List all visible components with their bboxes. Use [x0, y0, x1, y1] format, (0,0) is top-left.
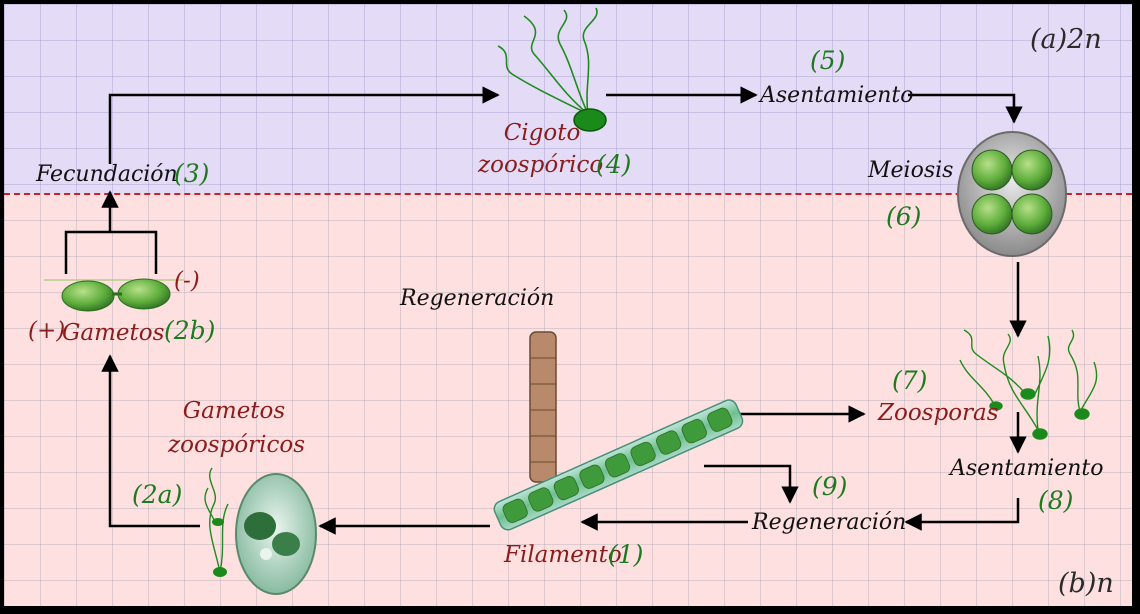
- rhizoid-icon: [529, 331, 557, 483]
- label-asentamiento-bottom-num: (8): [1038, 486, 1074, 515]
- gamete-zoospore-icon: [204, 467, 317, 595]
- cycle-arrows: [64, 86, 1027, 535]
- label-cigoto-line1: Cigoto: [503, 120, 581, 146]
- label-meiosis-num: (6): [886, 202, 922, 231]
- arrow-gametos-zoo-to-gametos: [101, 354, 200, 528]
- label-regeneracion-top: Regeneración: [400, 286, 555, 311]
- cycle-drawing: [44, 7, 1098, 595]
- label-gametos-zoo-line2: zoospóricos: [168, 432, 306, 458]
- label-asentamiento-bottom: Asentamiento: [950, 456, 1104, 481]
- label-zoosporas: Zoosporas: [878, 400, 999, 426]
- life-cycle-panel: (a)2n (b)n Fecundación (3) Cigoto zoospó…: [4, 4, 1132, 606]
- label-cigoto-num: (4): [596, 150, 632, 179]
- label-asentamiento-top: Asentamiento: [760, 83, 914, 108]
- arrow-fecundacion-to-cigoto: [108, 86, 500, 164]
- label-gametos-zoo-num: (2a): [132, 480, 183, 509]
- ploidy-divider: [4, 193, 1132, 195]
- arrow-filamento-to-regeneracion: [704, 464, 799, 504]
- diploid-region: [4, 4, 1132, 194]
- label-gamete-minus: (-): [174, 268, 200, 294]
- filament-icon: [493, 399, 744, 531]
- label-gametos-num: (2b): [164, 316, 216, 345]
- region-label-diploid: (a)2n: [1030, 24, 1102, 55]
- gametes-icon: [44, 278, 184, 312]
- label-regeneracion-num: (9): [812, 472, 848, 501]
- region-label-haploid: (b)n: [1058, 568, 1114, 599]
- arrow-asentamiento-to-regeneracion: [904, 498, 1020, 531]
- gamete-bracket: [64, 230, 158, 274]
- label-fecundacion-num: (3): [174, 159, 210, 188]
- label-regeneracion-bottom: Regeneración: [752, 510, 907, 535]
- zoospores-icon: [959, 329, 1098, 440]
- label-gametos: Gametos: [62, 320, 165, 346]
- arrow-asentamiento-to-meiosis: [908, 93, 1023, 124]
- label-cigoto-line2: zoospórico: [478, 152, 604, 178]
- label-fecundacion: Fecundación: [36, 162, 178, 187]
- meiosis-tetrad-icon: [957, 131, 1067, 257]
- zygote-icon: [497, 7, 607, 132]
- label-gamete-plus: (+): [28, 318, 66, 344]
- label-meiosis: Meiosis: [868, 158, 954, 183]
- label-filamento: Filamento: [504, 542, 622, 568]
- label-zoosporas-num: (7): [892, 366, 928, 395]
- label-filamento-num: (1): [608, 540, 644, 569]
- label-gametos-zoo-line1: Gametos: [182, 398, 286, 424]
- label-asentamiento-top-num: (5): [810, 46, 846, 75]
